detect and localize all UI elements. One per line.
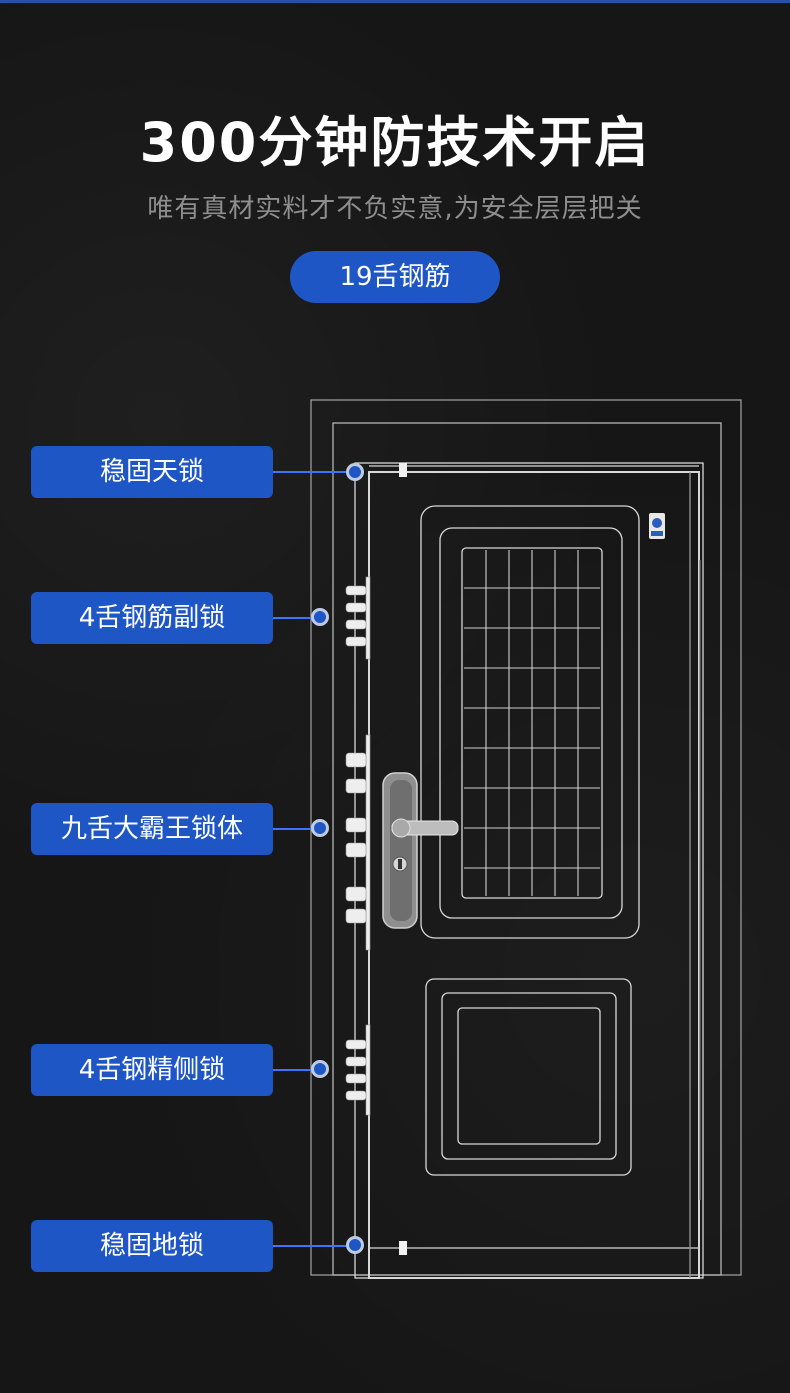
page-title: 300分钟防技术开启 — [139, 111, 651, 174]
marker-dot — [311, 1060, 329, 1078]
feature-badge: 19舌钢筋 — [290, 251, 500, 303]
callout-bottom-lock: 稳固地锁 — [31, 1220, 273, 1272]
connector-line — [273, 1069, 320, 1071]
callout-main-lock-body: 九舌大霸王锁体 — [31, 803, 273, 855]
page-subtitle: 唯有真材实料才不负实意,为安全层层把关 — [147, 194, 643, 224]
marker-dot — [311, 819, 329, 837]
brand-logo-icon — [649, 513, 665, 539]
top-accent-bar — [0, 0, 790, 3]
connector-line — [273, 1245, 355, 1247]
marker-dot — [346, 463, 364, 481]
keyhole-icon — [392, 856, 408, 872]
callout-auxiliary-lock: 4舌钢筋副锁 — [31, 592, 273, 644]
callout-side-lock: 4舌钢精侧锁 — [31, 1044, 273, 1096]
marker-dot — [311, 608, 329, 626]
connector-line — [273, 828, 320, 830]
marker-dot — [346, 1236, 364, 1254]
connector-line — [273, 471, 355, 473]
callout-top-lock: 稳固天锁 — [31, 446, 273, 498]
connector-line — [273, 617, 320, 619]
door-handle-icon — [382, 772, 459, 929]
